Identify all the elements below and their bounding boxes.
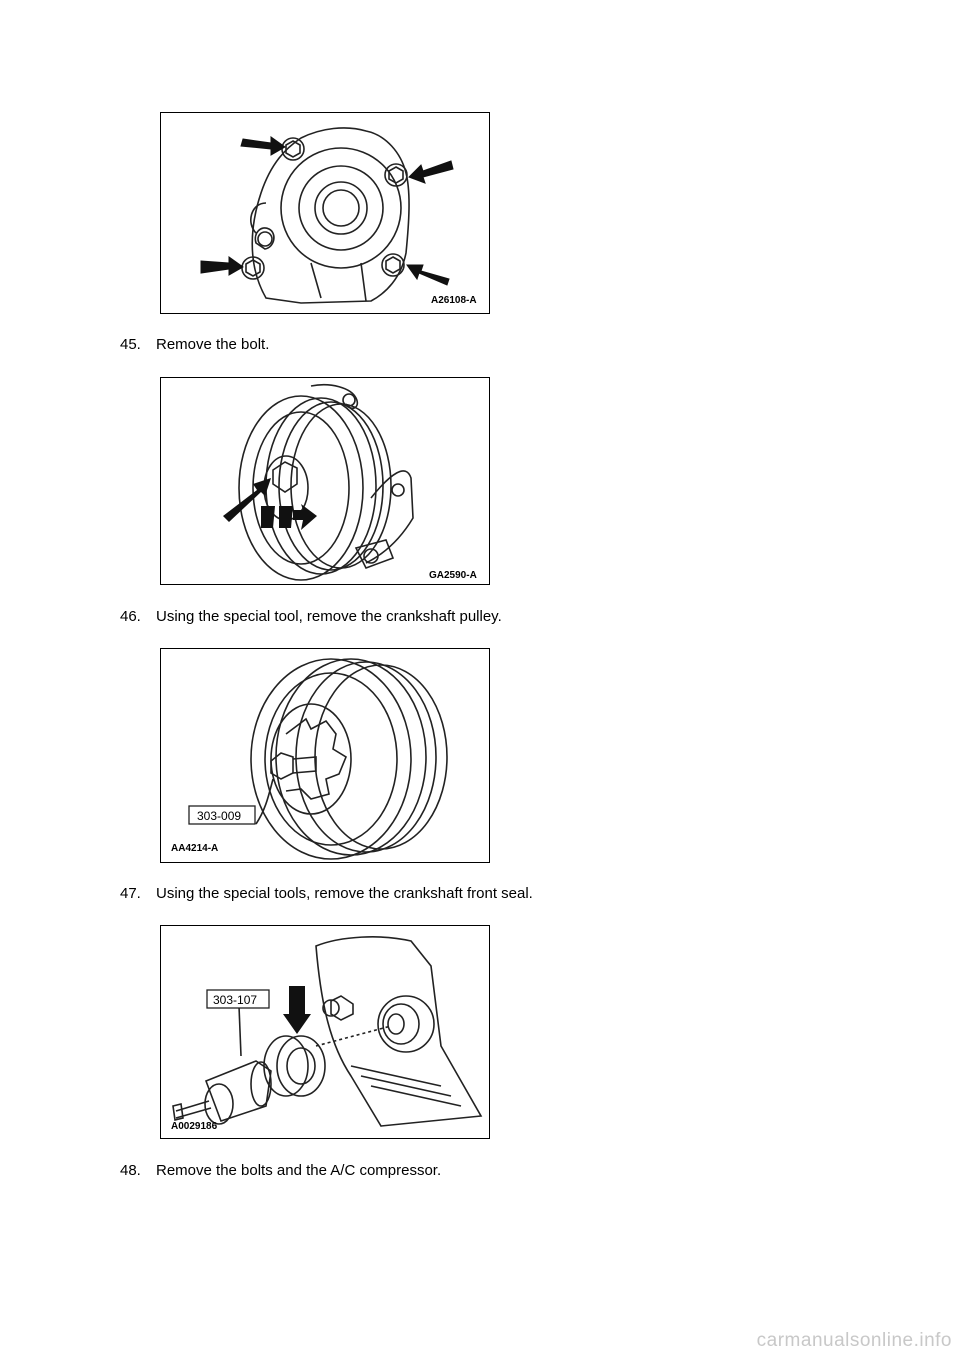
figure-seal-remover: 303-107 A0029186: [160, 925, 490, 1139]
water-pump-illustration: A26108-A: [200, 127, 477, 306]
step-number: 47.: [120, 885, 141, 902]
figure-pulley-remover: 303-009 AA4214-A: [160, 648, 490, 863]
step-48: 48. Remove the bolts and the A/C compress…: [120, 1162, 441, 1180]
step-number: 48.: [120, 1162, 141, 1179]
pulley-bolt-illustration: GA2590-A: [223, 383, 477, 581]
figure-id-label: AA4214-A: [171, 843, 218, 854]
tool-number-label: 303-009: [197, 809, 241, 823]
pulley-remover-illustration: 303-009 AA4214-A: [171, 658, 448, 860]
step-text: Remove the bolt.: [156, 336, 270, 353]
figure-id-label: A26108-A: [431, 295, 477, 306]
figure-pulley-bolt: GA2590-A: [160, 377, 490, 585]
step-number: 46.: [120, 608, 141, 625]
tool-number-label: 303-107: [213, 993, 257, 1007]
step-number: 45.: [120, 336, 141, 353]
step-text: Remove the bolts and the A/C compressor.: [156, 1162, 442, 1179]
step-45: 45. Remove the bolt.: [120, 336, 269, 354]
step-46: 46. Using the special tool, remove the cr…: [120, 608, 502, 626]
figure-id-label: A0029186: [171, 1121, 218, 1132]
footer-watermark: carmanualsonline.info: [756, 1330, 952, 1351]
figure-id-label: GA2590-A: [429, 570, 477, 581]
seal-remover-illustration: 303-107 A0029186: [171, 936, 483, 1132]
step-47: 47. Using the special tools, remove the c…: [120, 885, 533, 903]
step-text: Using the special tools, remove the cran…: [156, 885, 533, 902]
figure-water-pump: A26108-A: [160, 112, 490, 314]
step-text: Using the special tool, remove the crank…: [156, 608, 502, 625]
